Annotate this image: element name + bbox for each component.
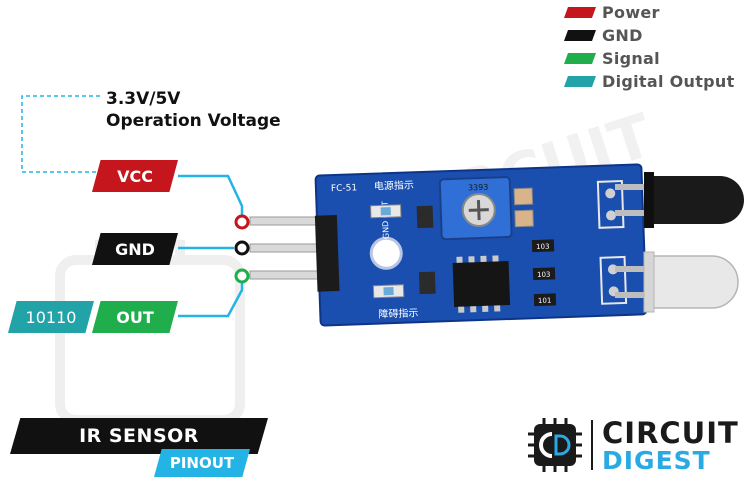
resistor-left-2 xyxy=(418,271,436,295)
legend-item-digital: Digital Output xyxy=(563,71,735,91)
title-text: IR SENSOR xyxy=(79,425,199,447)
pin-gnd xyxy=(249,243,323,253)
vcc-label: VCC xyxy=(92,160,178,192)
mounting-hole xyxy=(369,236,403,270)
out-label-text: OUT xyxy=(116,307,154,327)
subtitle-text: PINOUT xyxy=(169,454,235,472)
ir-emitter-led-icon xyxy=(615,172,744,228)
title-banner: IR SENSOR xyxy=(10,418,268,454)
vcc-ring xyxy=(234,214,250,230)
capacitor-2 xyxy=(514,209,534,228)
legend-item-signal: Signal xyxy=(563,48,660,68)
pot-label: 3393 xyxy=(468,183,489,193)
vcc-label-text: VCC xyxy=(117,166,153,186)
brand-line2: DIGEST xyxy=(602,446,711,475)
silk-pins: VCC GND OUT xyxy=(380,201,391,259)
subtitle-banner: PINOUT xyxy=(154,449,250,477)
vcc-wire xyxy=(178,174,244,218)
r1-label: 103 xyxy=(536,243,550,251)
resistor-left-1 xyxy=(416,205,434,229)
brand-line1: CIRCUIT xyxy=(602,416,739,450)
emitter-pads xyxy=(596,179,625,229)
digital-output-label: 10110 xyxy=(8,301,94,333)
gnd-ring xyxy=(234,240,250,256)
digital-output-text: 10110 xyxy=(25,307,77,327)
pin-out xyxy=(249,270,323,280)
legend-item-gnd: GND xyxy=(563,25,643,45)
out-label: OUT xyxy=(92,301,178,333)
watermark-chip-icon xyxy=(55,240,245,440)
legend-label: Digital Output xyxy=(602,71,735,91)
resistor-r2 xyxy=(532,267,556,281)
gnd-label: GND xyxy=(92,233,178,265)
legend-item-power: Power xyxy=(563,2,660,22)
silk-power-led: 电源指示 xyxy=(374,178,414,192)
capacitor-1 xyxy=(513,187,534,206)
resistor-r3 xyxy=(533,293,557,307)
pin-vcc xyxy=(249,216,323,226)
legend-label: Power xyxy=(602,2,660,22)
out-wire xyxy=(178,282,244,318)
legend-label: Signal xyxy=(602,48,660,68)
circuit-digest-logo-icon xyxy=(528,418,582,472)
voltage-line1: 3.3V/5V xyxy=(106,89,181,109)
header-block xyxy=(314,214,340,292)
r2-label: 103 xyxy=(537,271,551,279)
receiver-pads xyxy=(599,255,628,305)
voltage-bracket xyxy=(21,95,100,173)
voltage-line2: Operation Voltage xyxy=(106,111,281,131)
gnd-label-text: GND xyxy=(115,239,155,259)
resistor-r1 xyxy=(531,239,555,253)
out-ring xyxy=(234,268,250,284)
legend-label: GND xyxy=(602,25,643,45)
r3-label: 101 xyxy=(538,297,552,305)
comparator-chip xyxy=(452,261,511,307)
ir-receiver-led-icon xyxy=(615,251,739,313)
silk-top: FC-51 xyxy=(331,183,358,194)
silk-out-led: 障碍指示 xyxy=(378,306,418,320)
